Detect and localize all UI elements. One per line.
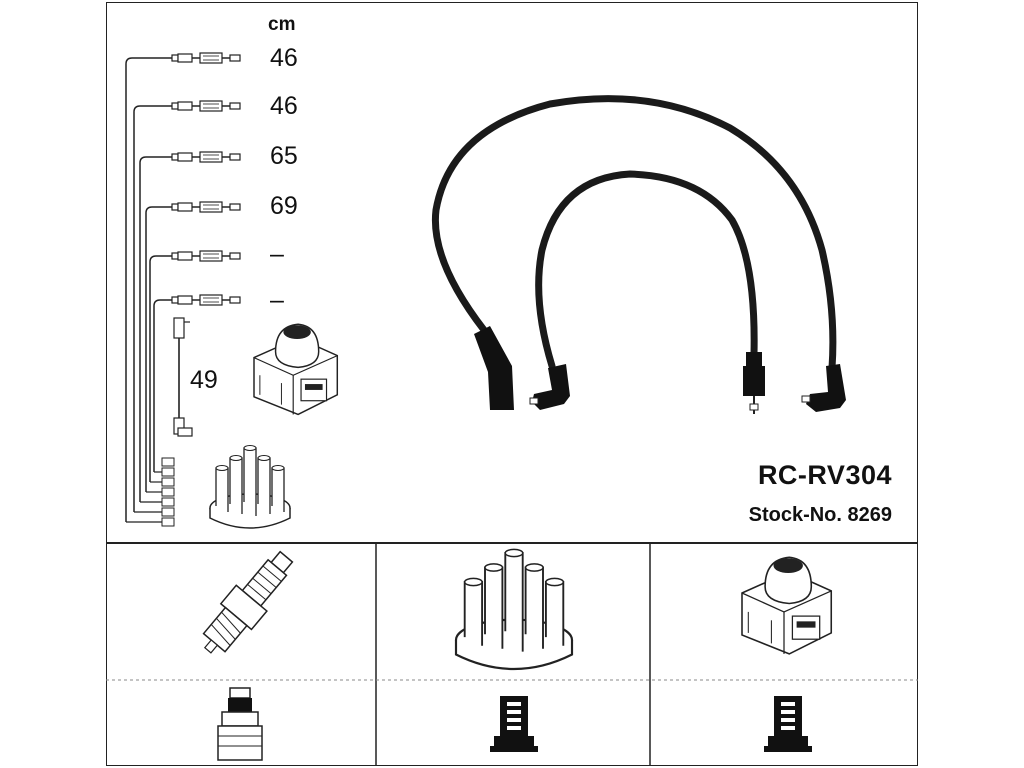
coil-lead-length: 49 [190,366,218,394]
wire-length-6: – [270,286,284,314]
cable-left-boot [474,326,514,410]
distributor-cap-icon [454,548,574,671]
spark-plug-icon [202,550,294,654]
legend-distributor-cap-icon [209,444,291,529]
bottom-panel [106,542,918,766]
coil-lead [173,317,193,437]
cable-right-boot [801,364,846,412]
wire-length-3: 65 [270,142,298,170]
legend-coil-icon [253,323,339,416]
wire-connectors [171,52,241,306]
plug-boot-fitting-icon [217,687,263,761]
ignition-cables [431,95,837,372]
wire-length-4: 69 [270,192,298,220]
wire-legend [125,57,172,522]
stock-number: Stock-No. 8269 [748,504,892,526]
coil-boot-fitting-icon [764,696,812,752]
wire-length-2: 46 [270,92,298,120]
ignition-coil-icon [741,556,833,655]
cable-angled-boot [529,364,570,410]
top-panel [106,2,918,544]
wire-end-terminals [126,457,175,527]
model-number: RC-RV304 [757,460,892,490]
cap-boot-fitting-icon [490,696,538,752]
wire-length-1: 46 [270,44,298,72]
length-unit-label: cm [268,14,296,35]
wire-length-5: – [270,240,284,268]
cable-straight-boot [743,352,765,414]
